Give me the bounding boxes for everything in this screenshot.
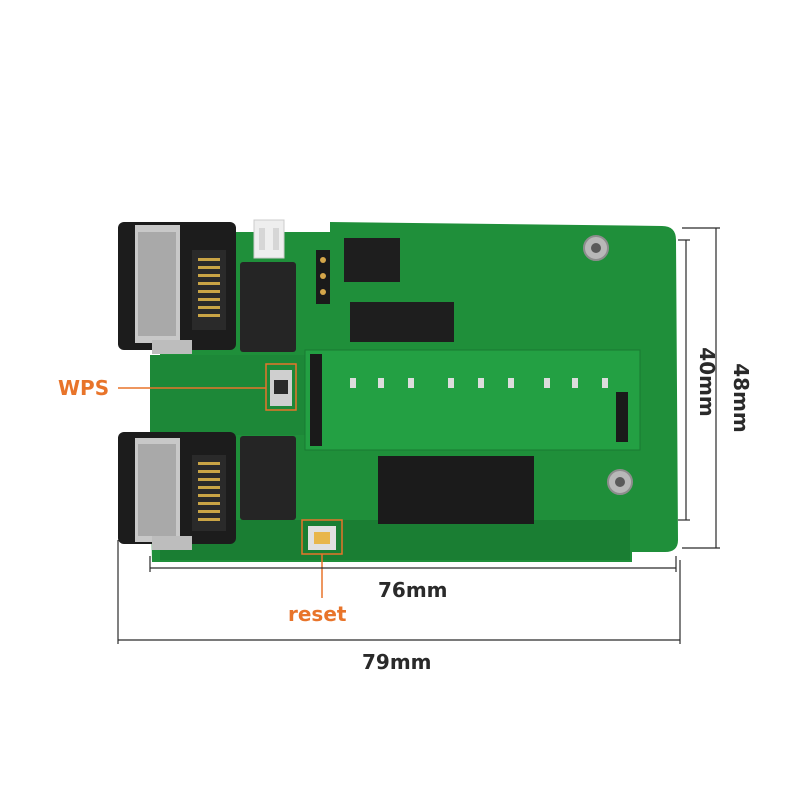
main-chip-bottom [378,456,534,524]
pin-header-top [316,250,330,304]
main-chip-top [344,238,454,342]
wps-button [270,370,292,406]
transformer-chips [240,262,296,520]
ethernet-jack-top [118,222,236,354]
ethernet-jack-bottom [118,432,236,550]
width-inner-label: 76mm [378,578,448,602]
led-board [304,349,641,451]
height-outer-label: 48mm [728,363,753,433]
callout-boxes [118,363,343,598]
dimension-lines [117,227,720,644]
mounting-holes [583,235,633,495]
width-outer-label: 79mm [362,650,432,674]
reset-label: reset [288,602,347,626]
height-inner-label: 40mm [694,347,719,417]
power-connector [253,219,285,259]
reset-button [308,526,336,550]
wps-label: WPS [58,376,110,400]
